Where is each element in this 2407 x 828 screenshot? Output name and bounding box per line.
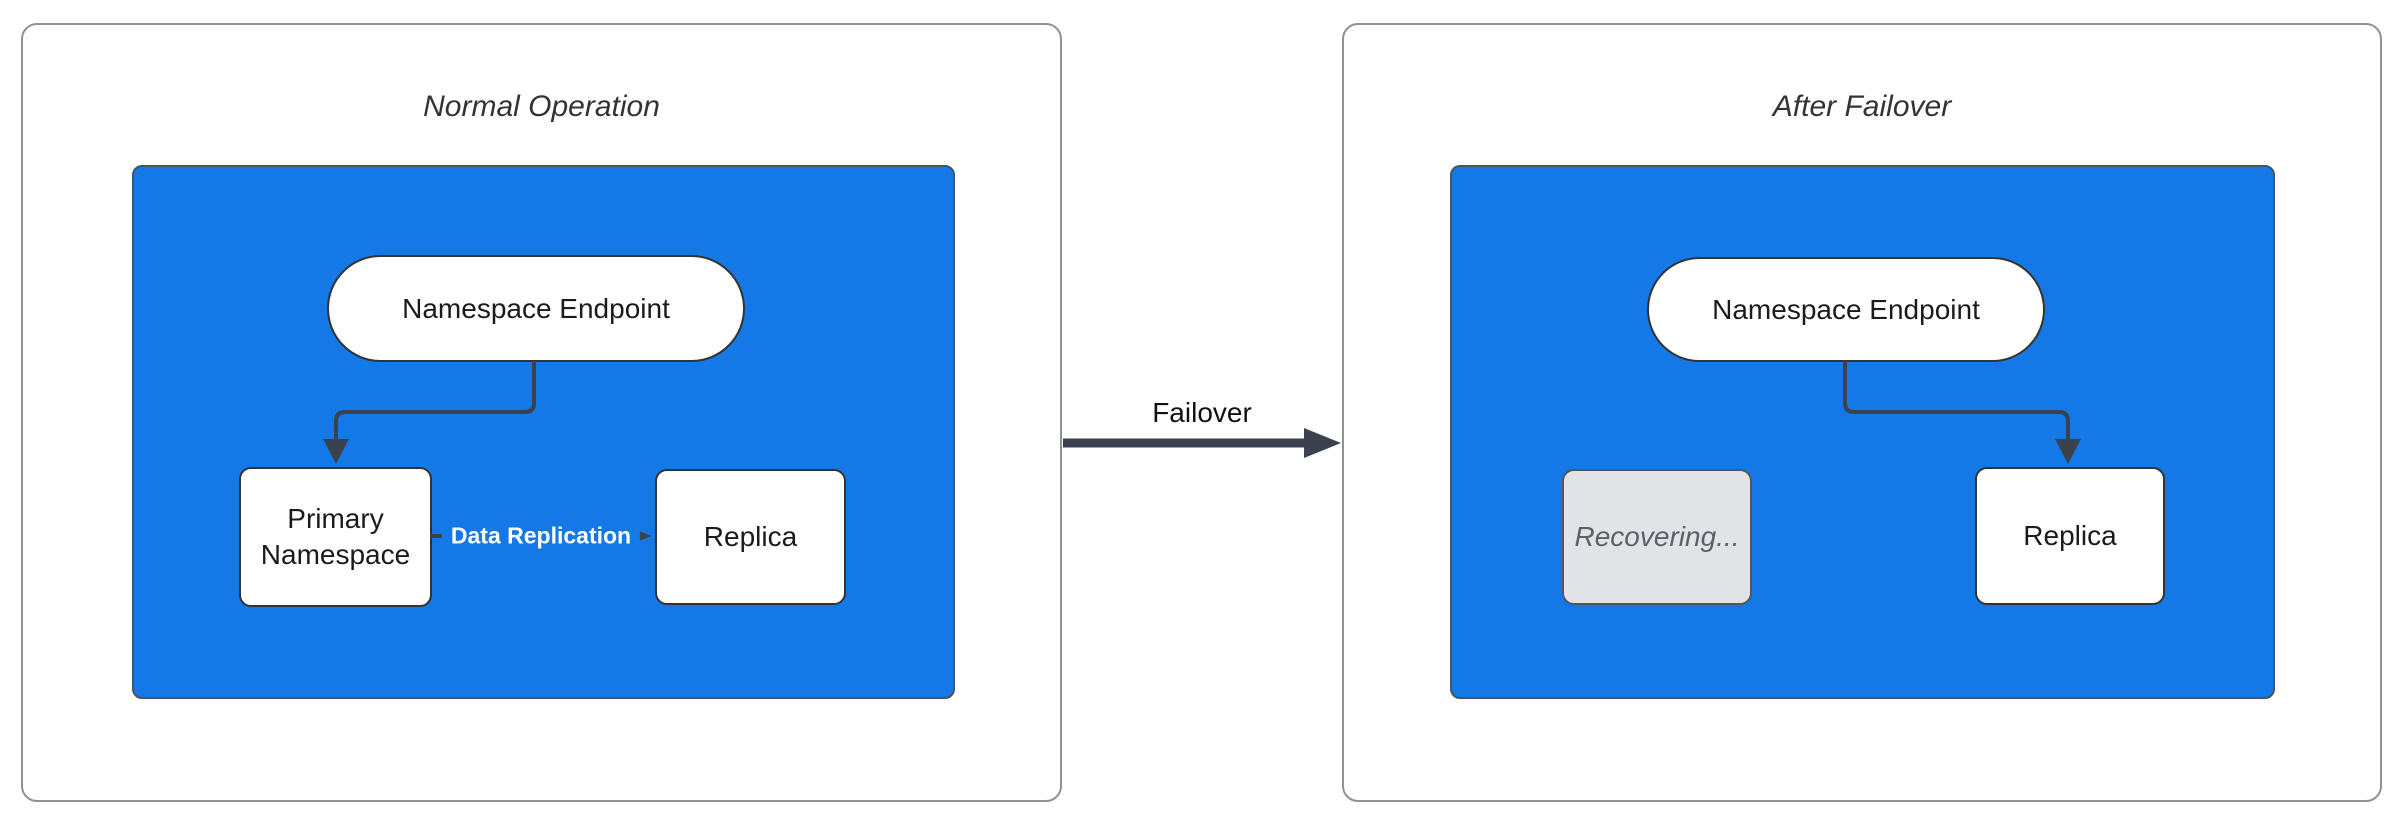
node-replica-failover: Replica [1975, 467, 2165, 605]
node-label: Primary Namespace [260, 503, 411, 570]
node-label: Namespace Endpoint [1712, 293, 1980, 325]
panel-after-failover: After Failover Namespace Endpoint Recove… [1342, 23, 2382, 802]
failover-arrow-shaft [1063, 438, 1307, 448]
node-replica-normal: Replica [655, 469, 846, 605]
node-label: Replica [2023, 520, 2117, 551]
edge-label-data-replication: Data Replication [441, 519, 641, 553]
panel-title-after-failover: After Failover [1772, 90, 1952, 123]
failover-arrow-label: Failover [1152, 397, 1252, 428]
cluster-after-failover [1450, 165, 2275, 699]
node-label: Recovering... [1574, 521, 1740, 552]
node-label: Replica [703, 521, 798, 552]
panel-normal-operation: Normal Operation Namespace Endpoint Prim… [21, 23, 1062, 802]
node-primary-namespace: Primary Namespace [239, 467, 432, 607]
node-recovering: Recovering... [1562, 469, 1752, 605]
cluster-normal-operation [132, 165, 955, 699]
node-namespace-endpoint: Namespace Endpoint [327, 255, 745, 362]
failover-arrowhead [1304, 428, 1341, 458]
panel-title-normal-operation: Normal Operation [423, 90, 660, 123]
node-label: Namespace Endpoint [402, 292, 670, 324]
node-namespace-endpoint-failover: Namespace Endpoint [1647, 257, 2045, 362]
